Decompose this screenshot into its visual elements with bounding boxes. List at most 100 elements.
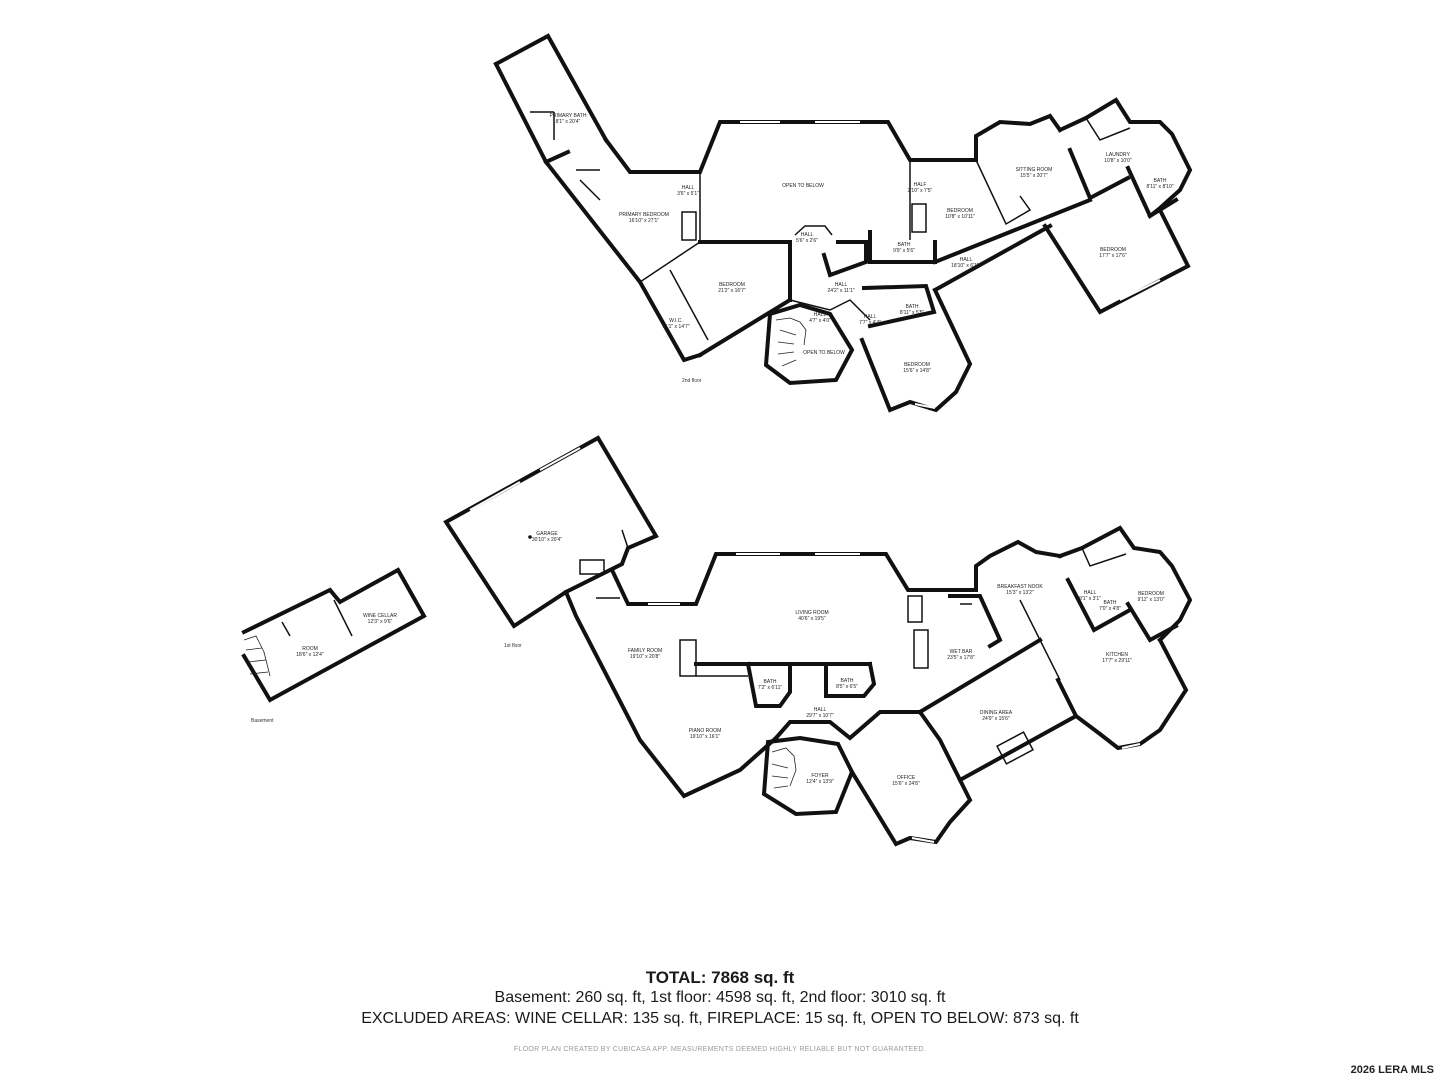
room-dims: 10'8" x 10'0"	[1104, 158, 1132, 164]
room-dims: 12'3" x 9'6"	[368, 619, 393, 625]
room-dims: 10'8" x 10'11"	[945, 214, 975, 220]
room-dims: 24'9" x 15'6"	[982, 716, 1010, 722]
room-name: HALL	[814, 707, 827, 713]
room-name: GARAGE	[536, 531, 558, 537]
summary-floors: Basement: 260 sq. ft, 1st floor: 4598 sq…	[494, 989, 946, 1006]
room-dims: 40'6" x 19'5"	[798, 616, 826, 622]
room-dims: 23'5" x 17'8"	[947, 655, 975, 661]
room-name: BATH	[1104, 600, 1117, 606]
room-dims: 18'6" x 12'4"	[296, 652, 324, 658]
room-name: BATH	[841, 678, 854, 684]
room-dims: 19'10" x 20'8"	[630, 654, 660, 660]
room-name: BATH	[1154, 178, 1167, 184]
room-dims: 4'7" x 4'0"	[809, 318, 831, 324]
room-dims: 8'5" x 6'5"	[836, 684, 858, 690]
room-name: HALL	[960, 257, 973, 263]
room-name: FAMILY ROOM	[628, 648, 662, 654]
room-name: WINE CELLAR	[363, 613, 397, 619]
room-dims: 30'10" x 20'4"	[532, 537, 562, 543]
room-dims: 9'9" x 5'6"	[893, 248, 915, 254]
summary-excluded: EXCLUDED AREAS: WINE CELLAR: 135 sq. ft,…	[361, 1010, 1079, 1027]
summary-total: TOTAL: 7868 sq. ft	[645, 968, 795, 987]
room-dims: 15'3" x 13'2"	[1006, 590, 1034, 596]
room-name: LAUNDRY	[1106, 152, 1130, 158]
room-name: BATH	[898, 242, 911, 248]
room-name: HALL	[814, 312, 827, 318]
floor-label-second: 2nd floor	[682, 378, 702, 384]
room-dims: 8'11" x 8'10"	[1146, 184, 1173, 190]
floor-label-basement: Basement	[251, 718, 274, 724]
room-name: BATH	[906, 304, 919, 310]
room-name: OPEN TO BELOW	[803, 350, 845, 356]
room-dims: 16'10" x 27'1"	[629, 218, 659, 224]
room-dims: 19'10" x 16'1"	[690, 734, 720, 740]
room-name: HALL	[835, 282, 848, 288]
room-dims: 15'5" x 20'7"	[1020, 173, 1048, 179]
room-name: HALL	[1084, 590, 1097, 596]
room-dims: 29'7" x 10'7"	[806, 713, 834, 719]
floor-label-first: 1st floor	[504, 643, 522, 649]
room-name: BEDROOM	[904, 362, 930, 368]
room-dims: 12'4" x 13'9"	[806, 779, 834, 785]
room-name: DINING AREA	[980, 710, 1013, 716]
room-name: BATH	[764, 679, 777, 685]
basement-plan	[241, 567, 427, 703]
room-name: WET BAR	[950, 649, 973, 655]
room-dims: 8'11" x 5'5"	[900, 310, 924, 316]
room-dims: 8'1" x 20'4"	[556, 119, 581, 125]
room-dims: 17'7" x 17'6"	[1099, 253, 1127, 259]
room-dims: 18'10" x 6'11"	[951, 263, 981, 269]
room-dims: 7'7" x 4'4"	[859, 320, 881, 326]
room-name: LIVING ROOM	[795, 610, 828, 616]
room-dims: 15'6" x 14'8"	[903, 368, 931, 374]
room-name: HALL	[801, 232, 814, 238]
room-name: KITCHEN	[1106, 652, 1128, 658]
room-name: OPEN TO BELOW	[782, 183, 824, 189]
room-name: PIANO ROOM	[689, 728, 722, 734]
room-name: BEDROOM	[1100, 247, 1126, 253]
room-name: PRIMARY BATH	[550, 113, 587, 119]
room-dims: 3'6" x 5'1"	[677, 191, 699, 197]
room-dims: 24'2" x 11'1"	[827, 288, 854, 294]
first-floor-plan	[443, 435, 1193, 847]
room-dims: 7'2" x 6'11"	[758, 685, 782, 691]
room-name: HALL	[864, 314, 877, 320]
room-name: BREAKFAST NOOK	[997, 584, 1043, 590]
room-dims: 9'11" x 13'0"	[1137, 597, 1164, 603]
room-name: BEDROOM	[1138, 591, 1164, 597]
second-floor-plan	[493, 33, 1193, 413]
room-dims: 11'1" x 14'7"	[662, 324, 689, 330]
room-dims: 5'6" x 2'6"	[796, 238, 818, 244]
summary-credit: FLOOR PLAN CREATED BY CUBICASA APP. MEAS…	[513, 1046, 927, 1053]
